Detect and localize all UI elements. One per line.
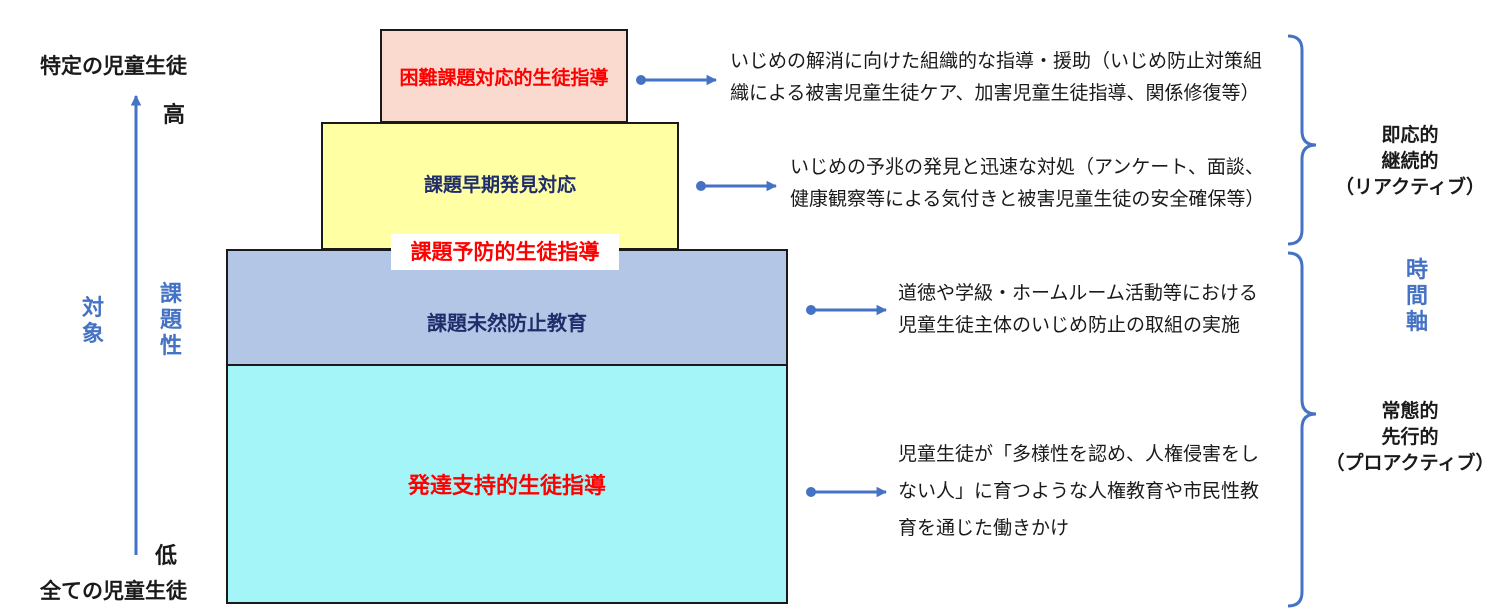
reactive-brace [1287,34,1317,246]
reactive-line2: 継続的 [1381,150,1439,172]
proactive-label: 常態的 先行的 （プロアクティブ） [1320,398,1500,476]
description-tier1-line1: いじめの解消に向けた組織的な指導・援助（いじめ防止対策組 [730,50,1263,72]
connector-arrow-tier2 [696,180,778,192]
proactive-line3: （プロアクティブ） [1325,452,1495,474]
description-tier4: 児童生徒が「多様性を認め、人権侵害をし ない人」に育つような人権教育や市民性教 … [898,436,1259,547]
reactive-line3: （リアクティブ） [1335,176,1485,198]
description-tier2-line2: 健康観察等による気付きと被害児童生徒の安全確保等） [790,188,1265,210]
tier1-difficult-issue: 困難課題対応的生徒指導 [380,29,628,123]
proactive-line1: 常態的 [1381,400,1439,422]
description-tier4-line2: ない人」に育つような人権教育や市民性教 [898,480,1260,502]
tier3-label: 課題未然防止教育 [427,311,587,335]
description-tier2: いじめの予兆の発見と迅速な対処（アンケート、面談、 健康観察等による気付きと被害… [790,151,1264,215]
issue-axis-label: 課題性 [159,282,182,359]
description-tier3-line2: 児童生徒主体のいじめ防止の取組の実施 [898,314,1241,336]
description-tier1: いじめの解消に向けた組織的な指導・援助（いじめ防止対策組 織による被害児童生徒ケ… [730,45,1262,109]
proactive-line2: 先行的 [1381,426,1439,448]
proactive-brace [1287,251,1317,608]
description-tier3: 道徳や学級・ホームルーム活動等における 児童生徒主体のいじめ防止の取組の実施 [898,277,1258,341]
top-target-label: 特定の児童生徒 [40,54,187,78]
reactive-line1: 即応的 [1381,124,1439,146]
connector-arrow-tier4 [806,486,888,498]
description-tier1-line2: 織による被害児童生徒ケア、加害児童生徒指導、関係修復等） [730,82,1260,104]
tier4-label: 発達支持的生徒指導 [407,474,606,499]
tier2-early-detection: 課題早期発見対応 [321,122,679,250]
tier2-band-label: 課題予防的生徒指導 [391,234,619,270]
description-tier3-line1: 道徳や学級・ホームルーム活動等における [898,282,1258,304]
high-label: 高 [163,103,186,128]
time-axis-label: 時間軸 [1405,258,1428,335]
description-tier2-line1: いじめの予兆の発見と迅速な対処（アンケート、面談、 [790,156,1264,178]
tier1-label: 困難課題対応的生徒指導 [399,66,609,89]
description-tier4-line3: 育を通じた働きかけ [898,517,1070,539]
description-tier4-line1: 児童生徒が「多様性を認め、人権侵害をし [898,443,1260,465]
reactive-label: 即応的 継続的 （リアクティブ） [1320,122,1500,200]
connector-arrow-tier1 [636,74,718,86]
low-label: 低 [155,544,178,569]
bottom-target-label: 全ての児童生徒 [40,579,187,603]
target-axis-label: 対象 [81,296,104,347]
tier4-developmental-support: 発達支持的生徒指導 [226,364,788,604]
tier2-label: 課題早期発見対応 [423,173,576,196]
connector-arrow-tier3 [806,304,888,316]
